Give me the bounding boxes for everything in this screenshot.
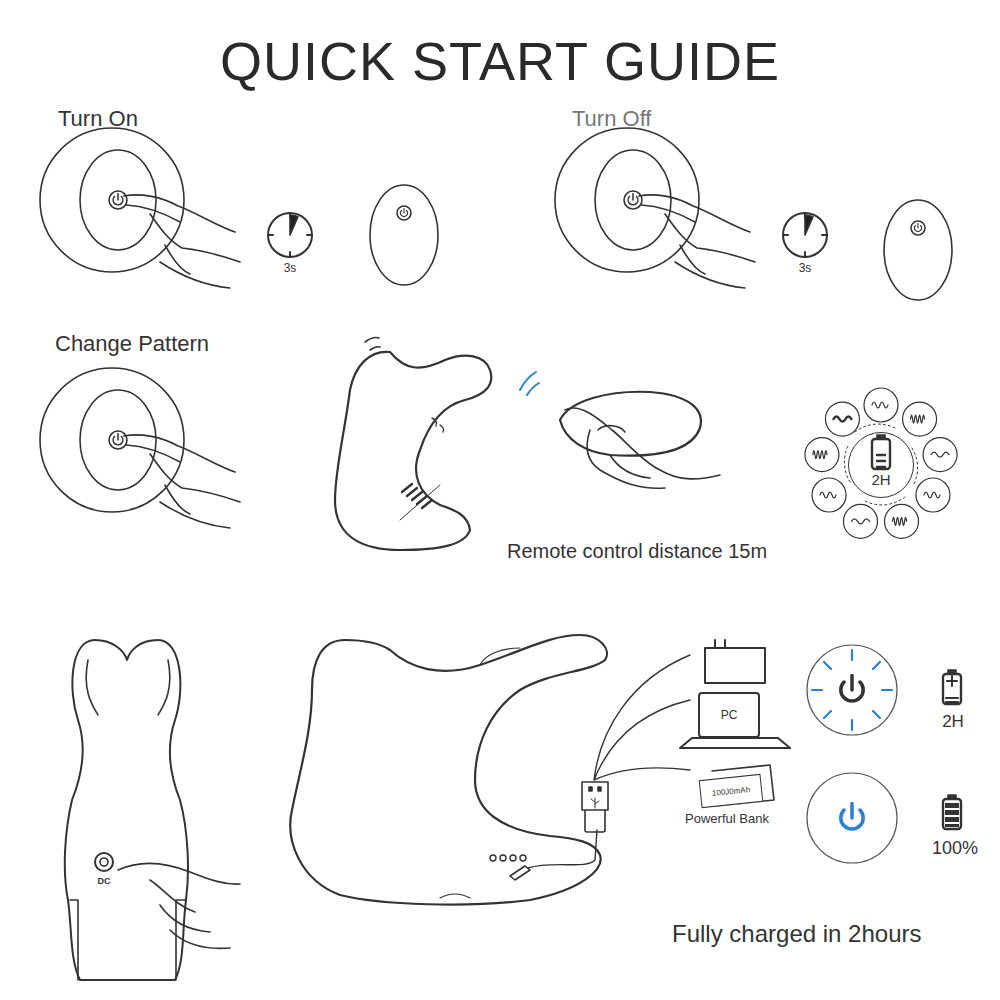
- note: Fully charged in 2hours: [672, 920, 921, 948]
- battery-label: 100%: [932, 838, 978, 859]
- node-text: 2H: [871, 471, 890, 488]
- pc-screen: PC: [698, 692, 760, 738]
- pattern-center: 2H: [848, 432, 914, 498]
- port-label: DC: [98, 876, 111, 886]
- step-heading: Turn Off: [572, 106, 651, 131]
- node-text: 100J0mAh: [712, 785, 751, 798]
- device-label: Powerful Bank: [685, 812, 769, 827]
- time-label: 3s: [284, 262, 297, 276]
- step-heading: Turn On: [58, 106, 138, 131]
- power-bank: 100J0mAh: [699, 774, 764, 808]
- range-note: Remote control distance 15m: [507, 540, 767, 563]
- node-text: PC: [721, 708, 738, 722]
- time-label: 2H: [942, 712, 964, 732]
- title: QUICK START GUIDE: [220, 30, 780, 92]
- step-heading: Change Pattern: [55, 331, 209, 356]
- time-label: 3s: [799, 262, 812, 276]
